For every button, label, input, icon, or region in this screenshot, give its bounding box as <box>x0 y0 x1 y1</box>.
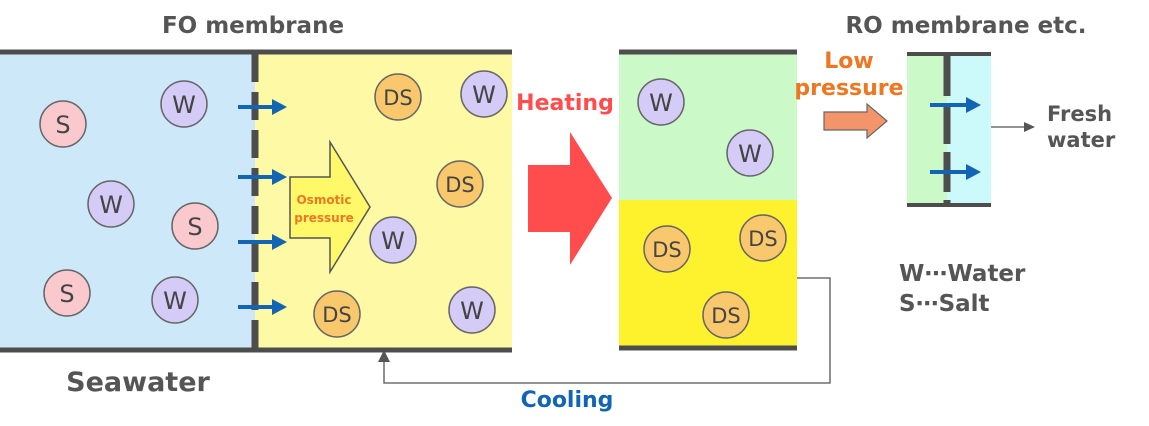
separation-upper-water <box>619 53 797 200</box>
molecule-s: S <box>171 202 219 250</box>
molecule-ds: DS <box>436 160 484 208</box>
legend-water: W⋯Water <box>899 261 1026 287</box>
fresh-water-label-line1: Fresh <box>1047 102 1112 126</box>
cooling-return-line <box>383 277 831 384</box>
svg-text:W: W <box>472 81 496 109</box>
molecule-w: W <box>726 129 774 177</box>
molecule-w: W <box>637 78 685 126</box>
molecule-ds: DS <box>313 290 361 338</box>
osmotic-label-line1: Osmotic <box>296 193 351 207</box>
molecule-ds: DS <box>739 214 787 262</box>
osmotic-label-line2: pressure <box>294 211 354 225</box>
heating-label: Heating <box>516 91 614 116</box>
svg-text:DS: DS <box>445 173 475 197</box>
osmotic-pressure-arrow <box>289 139 371 275</box>
fo-membrane-label: FO membrane <box>162 13 344 39</box>
molecule-w: W <box>460 70 508 118</box>
molecule-w: W <box>160 80 208 128</box>
legend-salt: S⋯Salt <box>899 291 990 317</box>
svg-text:W: W <box>649 89 673 117</box>
molecule-ds: DS <box>374 73 422 121</box>
fo-water-arrows <box>238 99 287 315</box>
molecule-w: W <box>151 276 199 324</box>
cooling-label: Cooling <box>521 388 614 413</box>
svg-text:W: W <box>99 191 123 219</box>
fresh-water-label-line2: water <box>1047 128 1116 152</box>
svg-text:DS: DS <box>322 303 352 327</box>
ro-membrane-label: RO membrane etc. <box>845 13 1086 39</box>
svg-text:S: S <box>187 213 202 241</box>
low-pressure-label-line1: Low <box>824 49 873 74</box>
svg-text:S: S <box>55 111 70 139</box>
molecule-w: W <box>87 180 135 228</box>
ro-permeate-side <box>947 55 991 205</box>
svg-text:W: W <box>460 297 484 325</box>
svg-text:S: S <box>59 280 74 308</box>
low-pressure-label-line2: pressure <box>794 76 903 101</box>
svg-text:DS: DS <box>652 238 682 262</box>
cooling-return-arrowhead <box>378 350 390 362</box>
molecule-ds: DS <box>702 291 750 339</box>
molecule-w: W <box>369 216 417 264</box>
ro-feed-side <box>907 55 947 205</box>
svg-text:DS: DS <box>711 304 741 328</box>
ro-water-arrows <box>930 97 981 180</box>
svg-text:DS: DS <box>383 86 413 110</box>
molecule-s: S <box>39 100 87 148</box>
seawater-label: Seawater <box>66 367 210 398</box>
svg-text:W: W <box>738 140 762 168</box>
molecule-w: W <box>448 286 496 334</box>
svg-text:W: W <box>381 227 405 255</box>
svg-text:W: W <box>172 91 196 119</box>
svg-text:W: W <box>163 287 187 315</box>
molecule-s: S <box>43 269 91 317</box>
molecule-ds: DS <box>643 225 691 273</box>
fresh-water-pointer-head <box>1024 122 1035 132</box>
svg-text:DS: DS <box>748 227 778 251</box>
heating-arrow <box>528 132 612 265</box>
low-pressure-arrow <box>823 102 888 140</box>
